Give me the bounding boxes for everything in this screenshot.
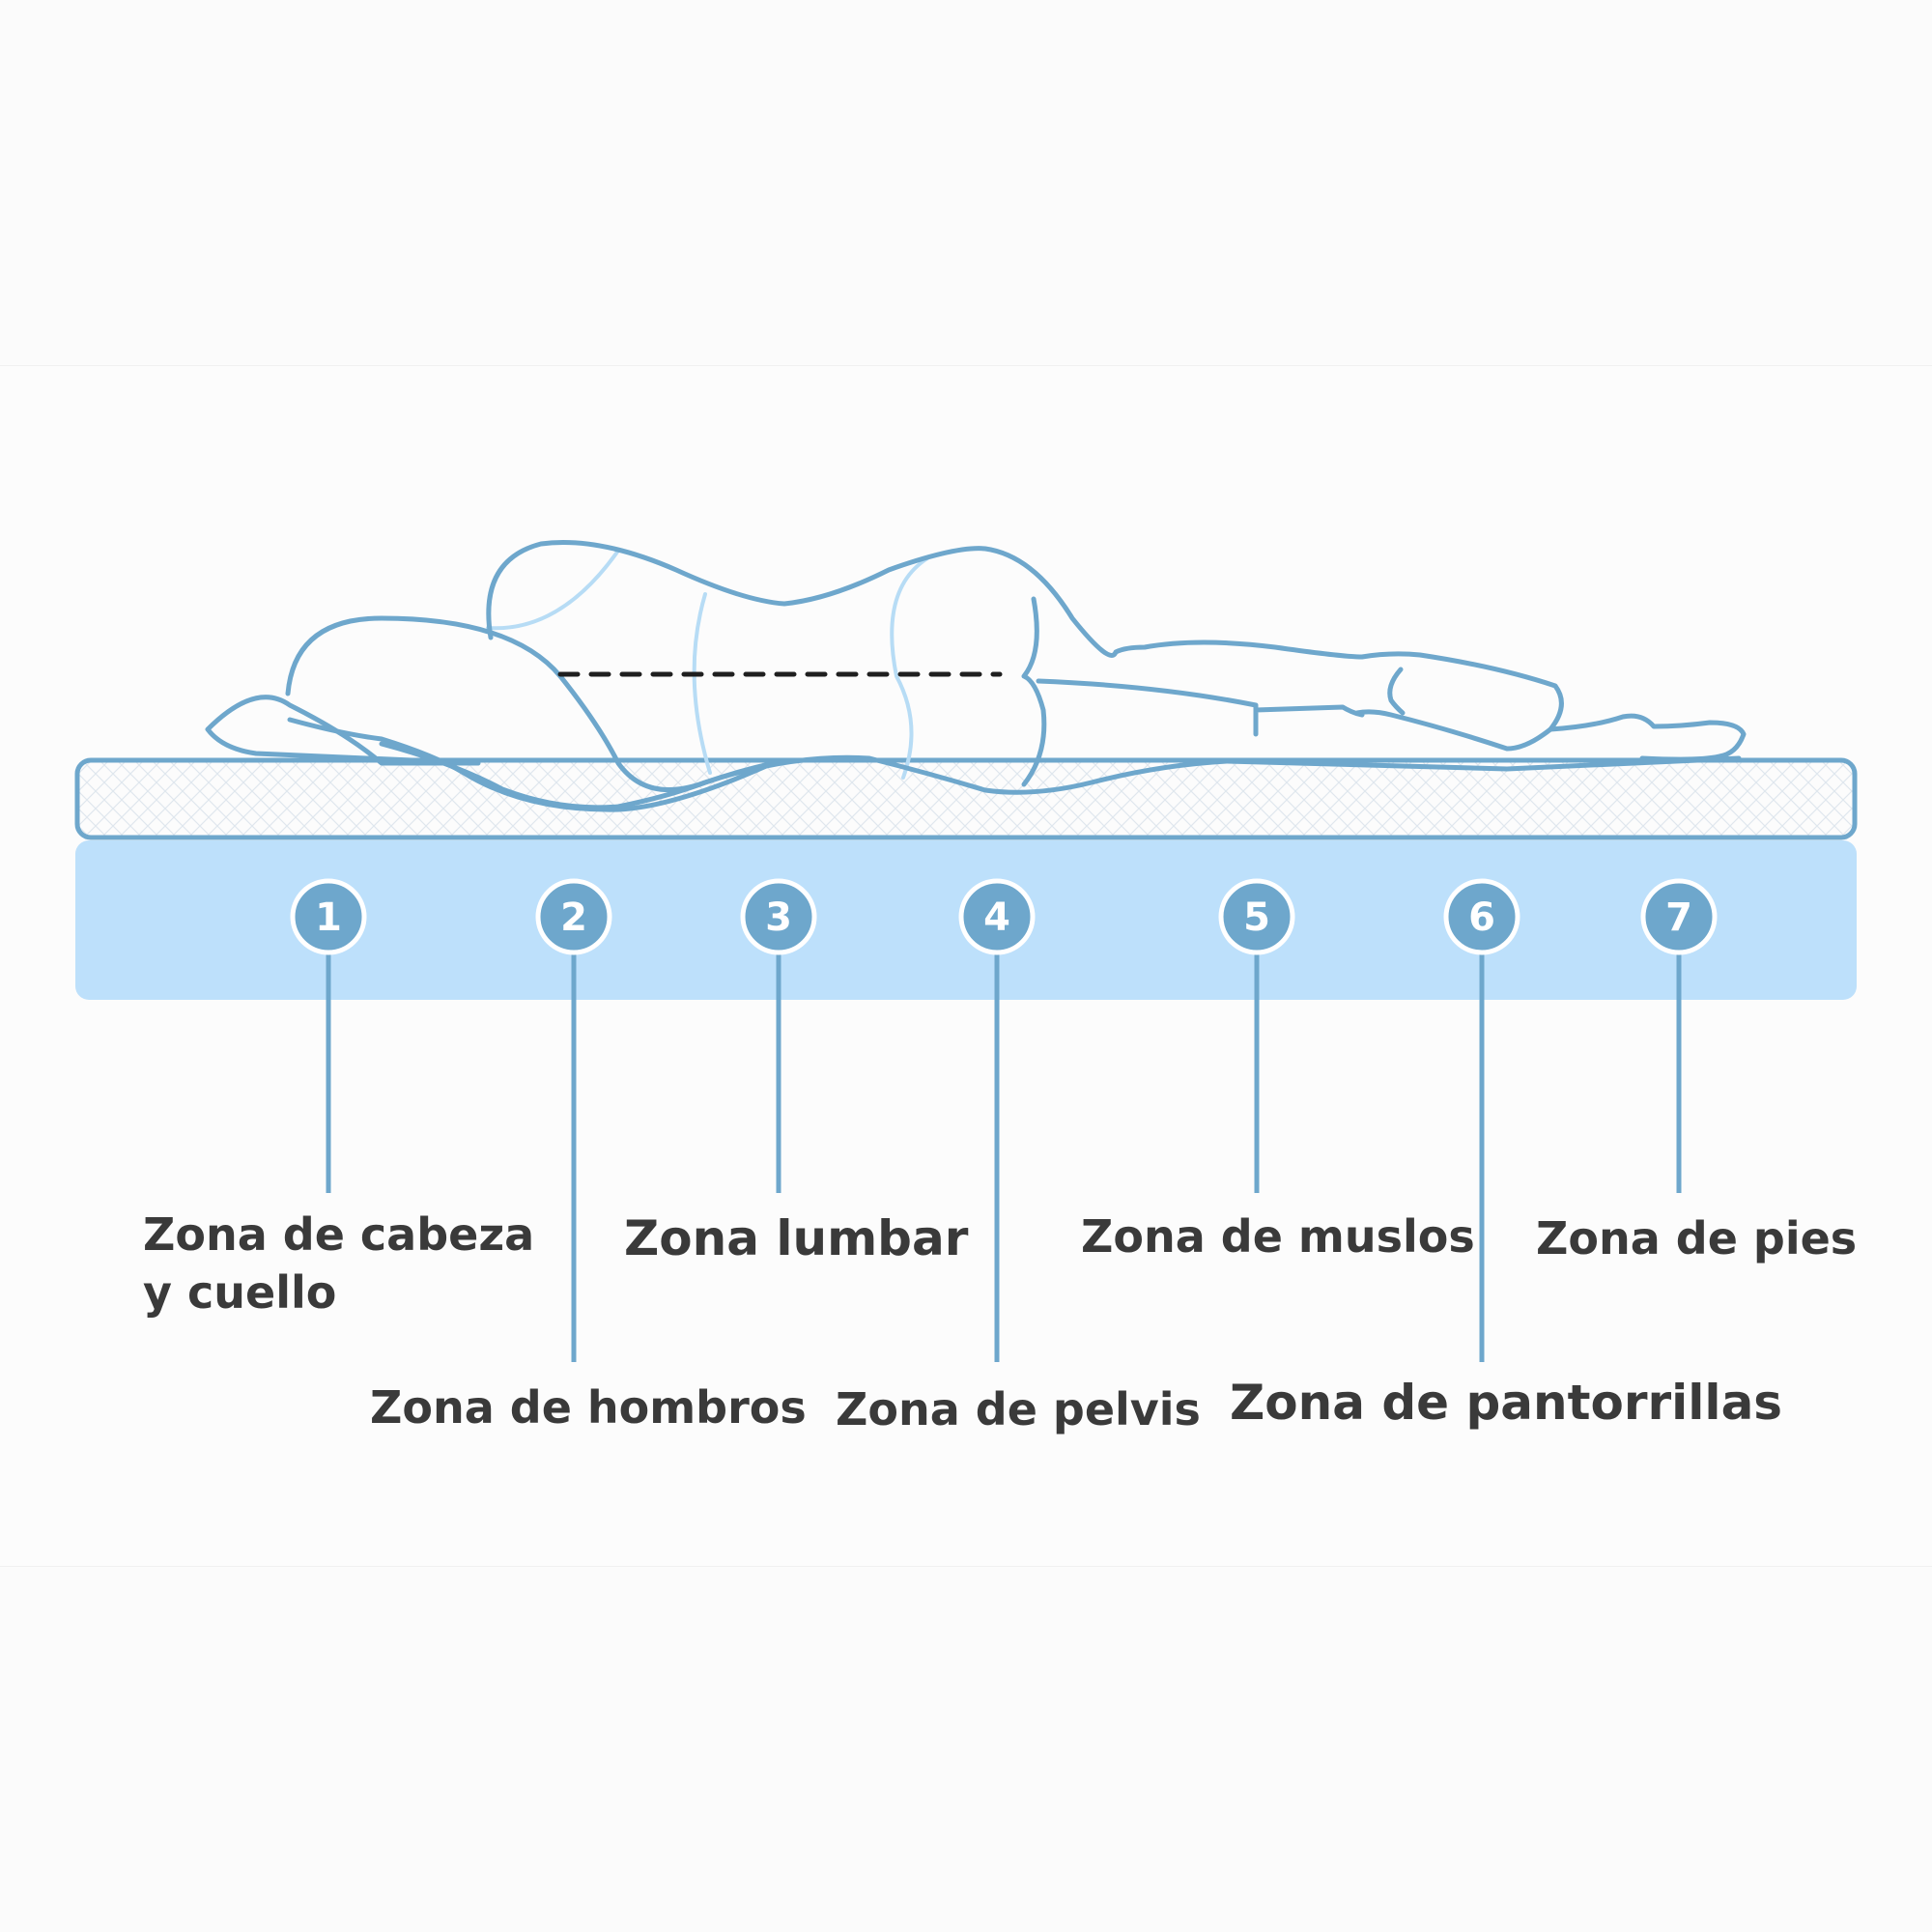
zone-marker-5: 5: [1218, 878, 1295, 1193]
zone-marker-7: 7: [1640, 878, 1718, 1193]
zone-marker-2: 2: [535, 878, 612, 1362]
zone-label-5: Zona de muslos: [1081, 1210, 1475, 1263]
zone-label-3: Zona lumbar: [624, 1210, 969, 1266]
zone-marker-3: 3: [740, 878, 817, 1193]
zone-number-7: 7: [1665, 895, 1692, 940]
zone-number-1: 1: [315, 895, 342, 940]
zone-marker-1: 1: [290, 878, 367, 1193]
zone-number-6: 6: [1468, 895, 1495, 940]
zone-marker-6: 6: [1443, 878, 1520, 1362]
zone-label-7: Zona de pies: [1536, 1212, 1858, 1264]
zone-label-4: Zona de pelvis: [836, 1383, 1201, 1435]
mattress-top-layer: [74, 757, 1858, 840]
zone-marker-4: 4: [958, 878, 1036, 1362]
sleeping-figure: [205, 540, 1747, 812]
zone-markers: 1 2 3 4 5: [290, 878, 1718, 1362]
zone-number-2: 2: [560, 895, 587, 940]
zone-number-5: 5: [1243, 895, 1270, 940]
zone-number-3: 3: [765, 895, 792, 940]
zone-label-1: Zona de cabeza y cuello: [143, 1208, 535, 1319]
zone-label-2: Zona de hombros: [370, 1381, 807, 1434]
zone-label-6: Zona de pantorrillas: [1230, 1375, 1783, 1431]
zone-number-4: 4: [983, 895, 1010, 940]
